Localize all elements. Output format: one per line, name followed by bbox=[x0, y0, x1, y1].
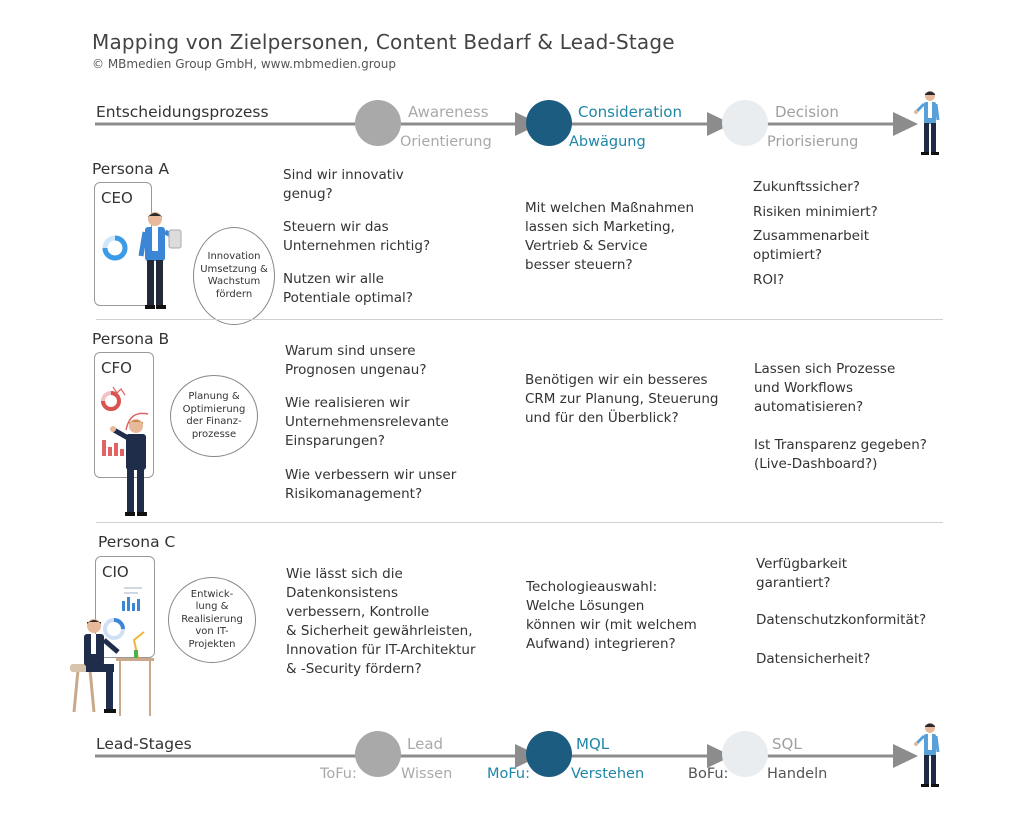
process-arrowhead-2 bbox=[707, 112, 732, 136]
persona-c-awareness-q1: Wie lässt sich die Datenkonsistens verbe… bbox=[286, 566, 476, 677]
sql-circle bbox=[722, 731, 768, 777]
stage-decision-sub: Priorisierung bbox=[767, 134, 859, 150]
page-title: Mapping von Zielpersonen, Content Bedarf… bbox=[92, 30, 675, 54]
persona-a-decision-q3: Zusammenarbeit optimiert? bbox=[753, 228, 870, 263]
awareness-circle bbox=[355, 100, 401, 146]
decision-process-label: Entscheidungsprozess bbox=[96, 103, 269, 121]
lead-stage-bofu-prefix: BoFu: bbox=[688, 766, 729, 782]
persona-a-awareness-q3: Nutzen wir alle Potentiale optimal? bbox=[283, 271, 413, 306]
persona-b-awareness-q3: Wie verbessern wir unser Risikomanagemen… bbox=[285, 467, 457, 502]
persona-a-speech-bubble: Innovation Umsetzung & Wachstum fördern bbox=[193, 227, 275, 325]
persona-c-decision-q1: Verfügbarkeit garantiert? bbox=[756, 556, 847, 591]
lead-stages-label: Lead-Stages bbox=[96, 735, 192, 753]
persona-a-decision-q1: Zukunftssicher? bbox=[753, 179, 860, 195]
lead-arrowhead-3 bbox=[893, 744, 918, 768]
persona-c-role: CIO bbox=[102, 563, 129, 581]
lead-stage-sql-label: SQL bbox=[772, 735, 802, 753]
persona-b-role: CFO bbox=[101, 359, 132, 377]
cfo-businessman-illustration bbox=[110, 412, 149, 516]
persona-a-consideration-q1: Mit welchen Maßnahmen lassen sich Market… bbox=[525, 200, 695, 273]
standing-businessman-illustration-bottom bbox=[914, 723, 940, 787]
lead-stage-lead-label: Lead bbox=[407, 735, 444, 753]
standing-businessman-illustration bbox=[914, 91, 940, 155]
cio-desk-illustration bbox=[70, 619, 154, 716]
stage-consideration-label: Consideration bbox=[578, 103, 682, 121]
persona-c-decision-q3: Datensicherheit? bbox=[756, 651, 871, 667]
ceo-businessman-illustration bbox=[138, 212, 182, 309]
persona-b-speech-bubble: Planung & Optimierung der Finanz- prozes… bbox=[170, 375, 258, 457]
persona-a-title: Persona A bbox=[92, 160, 170, 178]
stage-decision-label: Decision bbox=[775, 103, 839, 121]
consideration-circle bbox=[526, 100, 572, 146]
section-divider-a bbox=[96, 319, 943, 320]
persona-a-awareness-q2: Steuern wir das Unternehmen richtig? bbox=[283, 219, 431, 254]
process-arrowhead-3 bbox=[893, 112, 918, 136]
persona-c-speech-bubble: Entwick- lung & Realisierung von IT- Pro… bbox=[168, 577, 256, 663]
persona-a-decision-q4: ROI? bbox=[753, 272, 785, 288]
persona-c-decision-q2: Datenschutzkonformität? bbox=[756, 612, 927, 628]
lead-stage-mql-label: MQL bbox=[576, 735, 610, 753]
decision-circle bbox=[722, 100, 768, 146]
stage-awareness-label: Awareness bbox=[408, 103, 489, 121]
copyright-notice: © MBmedien Group GmbH, www.mbmedien.grou… bbox=[92, 57, 396, 71]
lead-stage-sql-sub: Handeln bbox=[767, 766, 828, 782]
persona-b-awareness-q2: Wie realisieren wir Unternehmensrelevant… bbox=[285, 395, 449, 449]
stage-consideration-sub: Abwägung bbox=[569, 134, 646, 150]
lead-arrowhead-2 bbox=[707, 744, 732, 768]
lead-circle bbox=[355, 731, 401, 777]
donut-chart-icon bbox=[102, 235, 128, 261]
persona-a-awareness-q1: Sind wir innovativ genug? bbox=[283, 167, 404, 202]
it-charts-icon bbox=[103, 587, 142, 640]
persona-b-decision-q1: Lassen sich Prozesse und Workflows autom… bbox=[754, 361, 896, 415]
stage-awareness-sub: Orientierung bbox=[400, 134, 492, 150]
lead-stage-tofu-prefix: ToFu: bbox=[320, 766, 357, 782]
persona-b-consideration-q1: Benötigen wir ein besseres CRM zur Planu… bbox=[525, 372, 719, 426]
persona-b-awareness-q1: Warum sind unsere Prognosen ungenau? bbox=[285, 343, 427, 378]
lead-stage-mql-sub: Verstehen bbox=[571, 766, 645, 782]
finance-charts-icon bbox=[101, 386, 126, 456]
persona-a-decision-q2: Risiken minimiert? bbox=[753, 204, 878, 220]
persona-b-title: Persona B bbox=[92, 330, 170, 348]
persona-c-consideration-q1: Techologieauswahl: Welche Lösungen könne… bbox=[526, 579, 697, 652]
persona-b-decision-q2: Ist Transparenz gegeben? (Live-Dashboard… bbox=[754, 437, 927, 472]
lead-stage-mofu-prefix: MoFu: bbox=[487, 766, 531, 782]
lead-stage-lead-sub: Wissen bbox=[401, 766, 453, 782]
persona-c-title: Persona C bbox=[98, 533, 176, 551]
persona-a-role: CEO bbox=[101, 189, 133, 207]
mql-circle bbox=[526, 731, 572, 777]
section-divider-b bbox=[96, 522, 943, 523]
